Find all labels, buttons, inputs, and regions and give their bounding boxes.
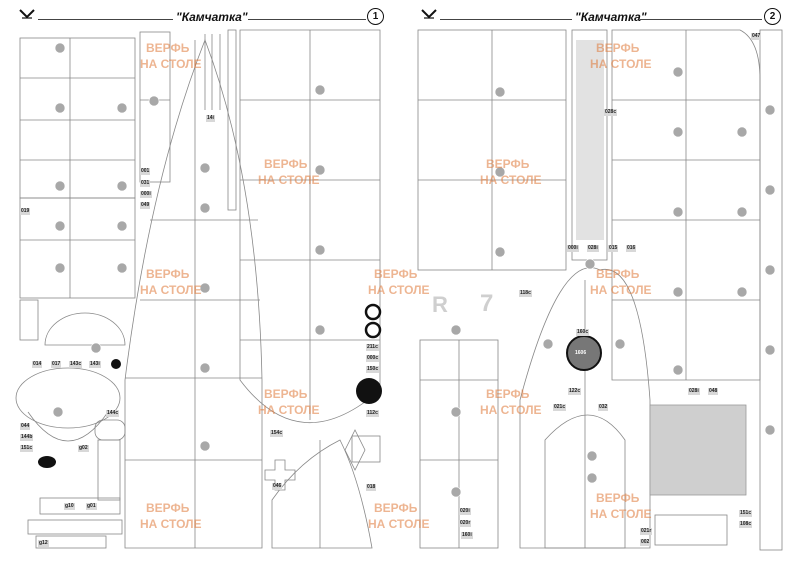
part-label: 048 xyxy=(708,388,719,395)
part-label: 001 xyxy=(140,168,151,175)
part-label: 000c xyxy=(366,355,380,362)
part-label: 160i xyxy=(461,532,473,539)
letter-seven-part: 7 xyxy=(480,290,494,317)
part-label: g12 xyxy=(38,540,49,547)
part-label: 032 xyxy=(598,404,609,411)
part-label: 031 xyxy=(140,180,151,187)
grey-deck-part xyxy=(649,404,747,496)
hull-panel-part xyxy=(19,197,136,299)
part-label: 019 xyxy=(20,208,31,215)
part-label: g10 xyxy=(64,503,75,510)
part-label: 047 xyxy=(751,33,762,40)
part-label: 020i xyxy=(459,508,471,515)
part-label: 021r xyxy=(640,528,653,535)
part-label: 017 xyxy=(51,361,62,368)
round-deck-part xyxy=(44,312,126,346)
part-label: 144c xyxy=(106,410,120,417)
part-label: g01 xyxy=(86,503,97,510)
part-label: 211c xyxy=(366,344,379,351)
header-rule xyxy=(38,19,173,20)
part-label: 015 xyxy=(608,245,619,252)
part-label: 018 xyxy=(366,484,377,491)
header-rule xyxy=(440,19,572,20)
porthole-ring-part xyxy=(364,303,382,321)
part-label: 002 xyxy=(640,539,651,546)
part-label: 046 xyxy=(272,483,283,490)
part-label: 020r xyxy=(459,520,472,527)
header-rule xyxy=(640,19,762,20)
part-label: 028i xyxy=(688,388,700,395)
part-label: 000i xyxy=(140,191,152,198)
part-label: 118c xyxy=(519,290,532,297)
part-label: 143i xyxy=(89,361,101,368)
emblem-disc-part xyxy=(566,335,602,371)
part-label: 122c xyxy=(568,388,582,395)
part-label: 160c xyxy=(576,329,590,336)
part-label: 112c xyxy=(366,410,379,417)
shipyard-logo-icon xyxy=(421,9,437,19)
page-number-2: 2 xyxy=(764,8,781,25)
part-label: 14i xyxy=(206,115,215,122)
part-label: 151c xyxy=(739,510,753,517)
porthole-ring-part xyxy=(364,321,382,339)
part-label: 150c xyxy=(366,366,380,373)
black-disc-part xyxy=(356,378,382,404)
part-label: 154c xyxy=(270,430,284,437)
part-label: 151c xyxy=(20,445,34,452)
part-label: 144b xyxy=(20,434,34,441)
part-label: 000i xyxy=(567,245,579,252)
part-label: 028c xyxy=(604,109,618,116)
part-label: 016 xyxy=(626,245,637,252)
page-title-2: "Камчатка" xyxy=(575,10,647,24)
header-rule xyxy=(248,19,366,20)
superstructure-part xyxy=(519,267,651,549)
hull-panel-part xyxy=(19,37,136,199)
hull-bottom-part xyxy=(124,38,263,549)
part-label: 014 xyxy=(32,361,43,368)
emblem-label: 1606 xyxy=(575,350,587,356)
letter-r-part: R xyxy=(432,292,448,317)
part-label: 143c xyxy=(69,361,83,368)
part-label: 108c xyxy=(739,521,753,528)
part-label: 044 xyxy=(20,423,31,430)
shipyard-logo-icon xyxy=(19,9,35,19)
part-label: 021c xyxy=(553,404,567,411)
part-label: 049 xyxy=(140,202,151,209)
page-title-1: "Камчатка" xyxy=(176,10,248,24)
part-label: g02 xyxy=(78,445,89,452)
page-number-1: 1 xyxy=(367,8,384,25)
part-label: 028i xyxy=(587,245,599,252)
oval-deck-part xyxy=(15,367,121,429)
